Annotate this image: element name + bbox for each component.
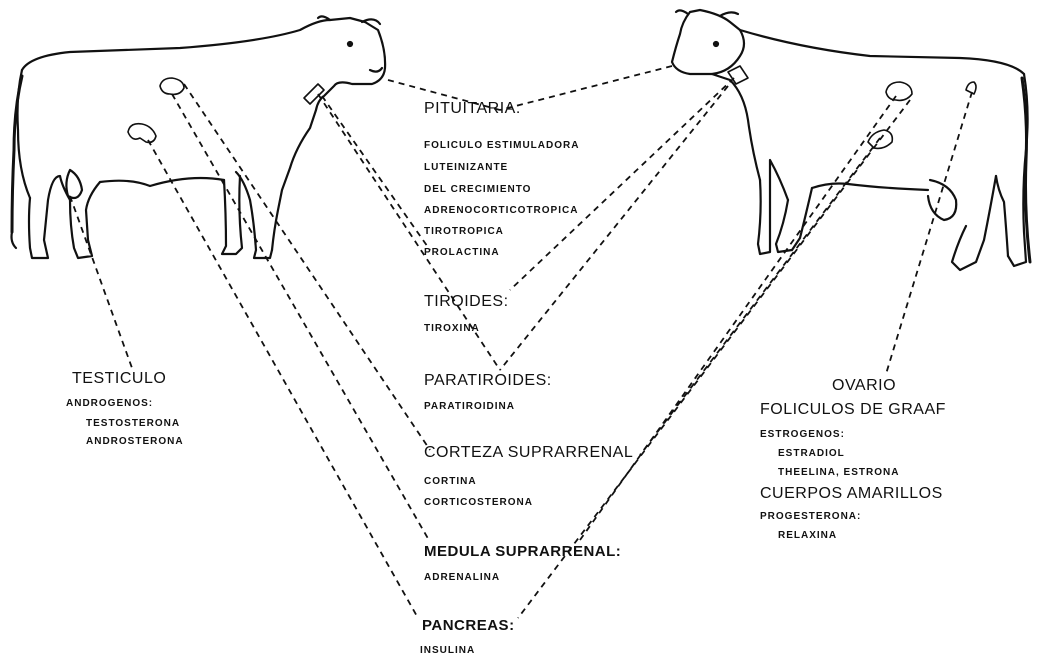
paratiroides-title: PARATIROIDES: bbox=[424, 372, 552, 390]
testiculo-group: ANDROGENOS: bbox=[66, 398, 153, 409]
ovario-graaf-title: FOLICULOS DE GRAAF bbox=[760, 401, 946, 419]
testiculo-hormone-1: TESTOSTERONA bbox=[86, 418, 180, 429]
testiculo-hormone-2: ANDROSTERONA bbox=[86, 436, 184, 447]
pancreas-hormone: INSULINA bbox=[420, 645, 475, 656]
pituitaria-hormone-4: ADRENOCORTICOTROPICA bbox=[424, 205, 578, 216]
ovario-progest-group: PROGESTERONA: bbox=[760, 511, 861, 522]
tiroides-hormone: TIROXINA bbox=[424, 323, 480, 334]
connector-medula-bull bbox=[172, 94, 430, 542]
ovario-estrogen-1: ESTRADIOL bbox=[778, 448, 845, 459]
ovario-estrogen-group: ESTROGENOS: bbox=[760, 429, 845, 440]
connector-tiroides-bull bbox=[322, 96, 430, 250]
pituitaria-hormone-3: DEL CRECIMIENTO bbox=[424, 184, 531, 195]
pancreas-title: PANCREAS: bbox=[422, 617, 515, 634]
connector-pancreas-bull bbox=[148, 140, 418, 618]
corteza-hormone-1: CORTINA bbox=[424, 476, 477, 487]
connector-tiroides-cow bbox=[510, 78, 734, 290]
corteza-title: CORTEZA SUPRARRENAL bbox=[424, 444, 633, 462]
pituitaria-hormone-1: FOLICULO ESTIMULADORA bbox=[424, 140, 579, 151]
connector-testiculo bbox=[70, 196, 132, 368]
pituitaria-hormone-6: PROLACTINA bbox=[424, 247, 500, 258]
ovario-progest-1: RELAXINA bbox=[778, 530, 837, 541]
pituitaria-title: PITUITARIA: bbox=[424, 100, 521, 118]
connector-paratiroides-cow bbox=[500, 86, 728, 370]
testiculo-title: TESTICULO bbox=[72, 370, 166, 388]
ovario-estrogen-2: THEELINA, ESTRONA bbox=[778, 467, 899, 478]
connector-ovario bbox=[886, 92, 972, 374]
pituitaria-hormone-5: TIROTROPICA bbox=[424, 226, 504, 237]
tiroides-title: TIROIDES: bbox=[424, 293, 509, 311]
pituitaria-hormone-2: LUTEINIZANTE bbox=[424, 162, 508, 173]
connector-pituitaria-cow bbox=[500, 66, 672, 110]
ovario-corpus-title: CUERPOS AMARILLOS bbox=[760, 485, 943, 503]
connector-pancreas-cow bbox=[518, 100, 910, 618]
paratiroides-hormone: PARATIROIDINA bbox=[424, 401, 515, 412]
medula-hormone: ADRENALINA bbox=[424, 572, 500, 583]
corteza-hormone-2: CORTICOSTERONA bbox=[424, 497, 533, 508]
bull-icon bbox=[12, 16, 386, 258]
ovario-title: OVARIO bbox=[832, 377, 896, 395]
medula-title: MEDULA SUPRARRENAL: bbox=[424, 543, 621, 560]
cow-icon bbox=[672, 10, 1030, 270]
connector-corteza-bull bbox=[184, 84, 430, 450]
